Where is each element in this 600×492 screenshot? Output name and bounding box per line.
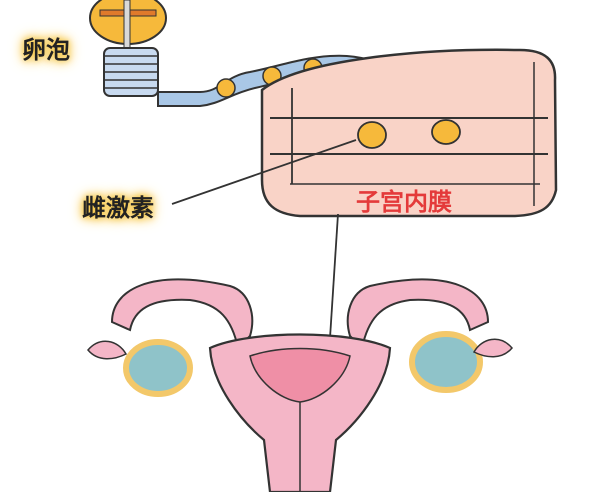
uterus-diagram xyxy=(87,278,513,492)
follicle-label: 卵泡 xyxy=(22,36,70,64)
endometrium-block xyxy=(260,48,558,218)
follicle-icon xyxy=(89,0,167,97)
estrogen-label: 雌激素 xyxy=(82,194,154,222)
egg-cells xyxy=(357,119,461,149)
endometrium-label: 子宫内膜 xyxy=(356,188,452,216)
